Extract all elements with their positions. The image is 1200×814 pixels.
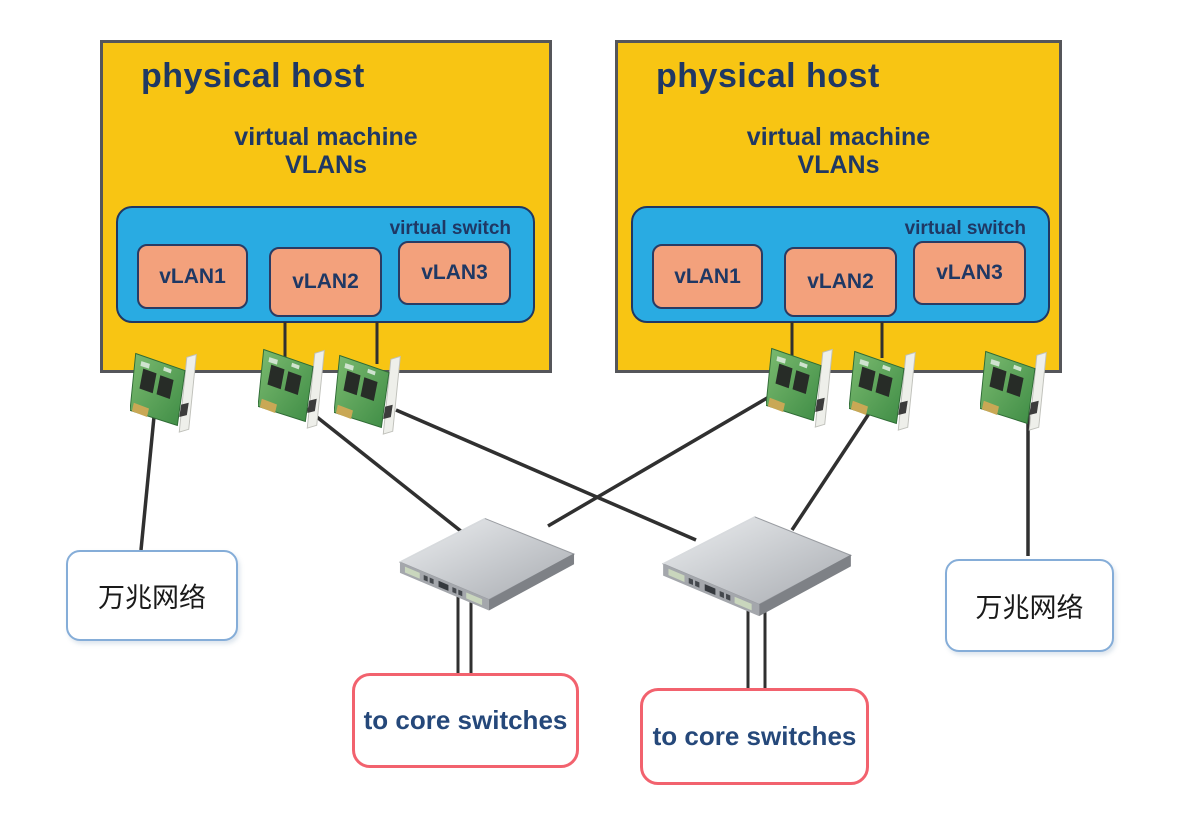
host-subtitle: virtual machine VLANs <box>618 123 1059 179</box>
vlan1-box: vLAN1 <box>652 244 763 309</box>
to-core-switches-label: to core switches <box>652 721 857 751</box>
to-core-switches-box-right: to core switches <box>640 688 869 785</box>
ten-gig-network-label: 万兆网络 <box>975 593 1084 623</box>
nic-icon <box>766 348 833 428</box>
nic-icon <box>334 355 401 435</box>
switch-icon <box>399 517 575 612</box>
vlan1-box: vLAN1 <box>137 244 248 309</box>
vlan2-box: vLAN2 <box>269 247 382 317</box>
vlan2-box: vLAN2 <box>784 247 897 317</box>
nic-icon <box>849 351 916 431</box>
ten-gig-network-box-right: 万兆网络 <box>945 559 1114 652</box>
switch-icon <box>662 516 852 617</box>
to-core-switches-label: to core switches <box>363 705 568 735</box>
host-subtitle-line2: VLANs <box>797 151 880 179</box>
virtual-switch-label: virtual switch <box>904 218 1026 239</box>
virtual-switch-label: virtual switch <box>389 218 511 239</box>
physical-host-right: physical host virtual machine VLANs virt… <box>615 40 1062 373</box>
ten-gig-network-label: 万兆网络 <box>98 583 206 613</box>
nic-icon <box>258 349 325 429</box>
virtual-switch-left: virtual switch vLAN1 vLAN2 vLAN3 <box>116 206 535 323</box>
to-core-switches-box-left: to core switches <box>352 673 579 768</box>
vlan3-box: vLAN3 <box>913 241 1026 305</box>
host-title: physical host <box>141 57 365 95</box>
vlan3-box: vLAN3 <box>398 241 511 305</box>
nic-icon <box>130 353 197 433</box>
host-title: physical host <box>656 57 880 95</box>
host-subtitle-line1: virtual machine <box>234 123 418 151</box>
host-subtitle: virtual machine VLANs <box>103 123 549 179</box>
nic-icon <box>980 351 1047 431</box>
virtual-switch-right: virtual switch vLAN1 vLAN2 vLAN3 <box>631 206 1050 323</box>
physical-host-left: physical host virtual machine VLANs virt… <box>100 40 552 373</box>
ten-gig-network-box-left: 万兆网络 <box>66 550 238 641</box>
host-subtitle-line2: VLANs <box>285 151 367 179</box>
host-subtitle-line1: virtual machine <box>746 123 931 151</box>
